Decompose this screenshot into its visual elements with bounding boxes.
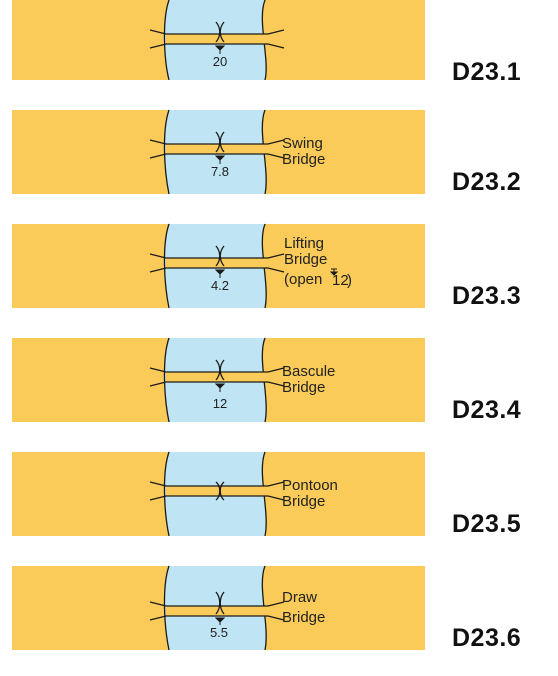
chart-panel-d23-5: Pontoon Bridge D23.5 xyxy=(0,451,558,562)
bridge-label-line-2: Bridge xyxy=(282,379,325,396)
symbol-code: D23.6 xyxy=(452,624,522,652)
bridge-symbol-draw: 5.5 Draw Bridge xyxy=(12,565,425,651)
bridge-deck xyxy=(166,34,268,44)
bridge-deck xyxy=(166,258,268,268)
bridge-label-line-2: Bridge xyxy=(282,493,325,510)
chart-panel-d23-2: 7.8 Swing Bridge D23.2 xyxy=(0,109,558,220)
chart-panel-d23-3: 4.2 Lifting Bridge (open 12 ) D23.3 xyxy=(0,223,558,334)
bridge-deck xyxy=(166,372,268,382)
symbol-code: D23.1 xyxy=(452,58,522,86)
riverbank-left xyxy=(163,565,170,651)
span-marker-icon xyxy=(215,21,225,43)
bridge-label-line-2: Bridge xyxy=(284,251,327,268)
bridge-outline xyxy=(149,253,285,273)
open-clearance: 12 xyxy=(332,272,349,289)
clearance-arrow-icon xyxy=(214,269,226,278)
bridge-deck xyxy=(166,606,268,616)
span-marker-icon xyxy=(215,481,225,501)
open-clearance-close-paren: ) xyxy=(347,272,352,289)
symbol-code: D23.4 xyxy=(452,396,522,424)
vertical-clearance: 12 xyxy=(213,396,227,411)
bridge-symbol-bascule: 12 Bascule Bridge xyxy=(12,337,425,423)
bridge-label-line-1: Draw xyxy=(282,589,317,606)
bridge-outline xyxy=(149,139,285,159)
bridge-outline xyxy=(149,29,285,49)
riverbank-left xyxy=(163,223,170,309)
clearance-arrow-icon xyxy=(214,617,226,625)
bridge-outline xyxy=(149,601,285,621)
bridge-label-line-1: Pontoon xyxy=(282,477,338,494)
bridge-label-line-1: Lifting xyxy=(284,235,324,252)
vertical-clearance: 7.8 xyxy=(211,164,229,179)
bridge-symbol-pontoon: Pontoon Bridge xyxy=(12,451,425,537)
chart-panel-d23-1: 20 D23.1 xyxy=(0,0,558,110)
riverbank-left xyxy=(163,109,170,195)
bridge-symbol-fixed: 20 xyxy=(12,0,425,81)
span-marker-icon xyxy=(215,359,225,381)
span-marker-icon xyxy=(215,245,225,267)
bridge-symbol-swing: 7.8 Swing Bridge xyxy=(12,109,425,195)
bridge-label-line-2: Bridge xyxy=(282,609,325,626)
riverbank-left xyxy=(163,337,170,423)
vertical-clearance: 20 xyxy=(213,54,227,69)
bridge-label-line-1: Swing xyxy=(282,135,323,152)
chart-panel-d23-4: 12 Bascule Bridge D23.4 xyxy=(0,337,558,448)
riverbank-left xyxy=(163,0,170,81)
riverbank-left xyxy=(163,451,170,537)
open-clearance-arrow-icon xyxy=(329,268,339,276)
vertical-clearance: 5.5 xyxy=(210,625,228,640)
clearance-arrow-icon xyxy=(214,45,226,54)
chart-panel-d23-6: 5.5 Draw Bridge D23.6 xyxy=(0,565,558,676)
bridge-symbol-lifting: 4.2 Lifting Bridge (open 12 ) xyxy=(12,223,425,309)
vertical-clearance: 4.2 xyxy=(211,278,229,293)
symbol-code: D23.2 xyxy=(452,168,522,196)
bridge-deck xyxy=(166,144,268,154)
symbol-code: D23.3 xyxy=(452,282,522,310)
bridge-label-line-2: Bridge xyxy=(282,151,325,168)
bridge-outline xyxy=(149,367,285,387)
bridge-deck xyxy=(166,486,268,496)
span-marker-icon xyxy=(215,591,225,615)
bridge-outline xyxy=(149,481,285,501)
bridge-label-line-1: Bascule xyxy=(282,363,335,380)
bridge-label-line-3: (open xyxy=(284,271,322,288)
symbol-code: D23.5 xyxy=(452,510,522,538)
span-marker-icon xyxy=(215,131,225,153)
clearance-arrow-icon xyxy=(214,155,226,164)
clearance-arrow-icon xyxy=(214,383,226,392)
